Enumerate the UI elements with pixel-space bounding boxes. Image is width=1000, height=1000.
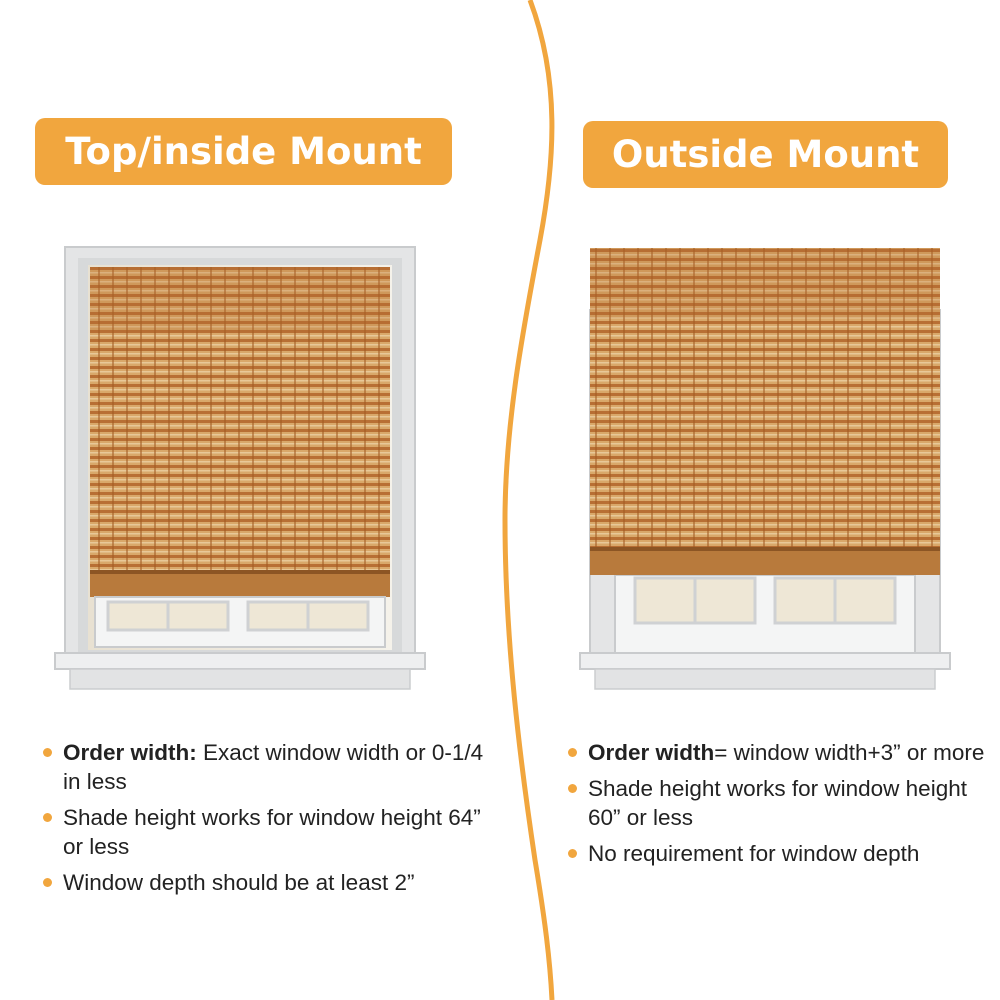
inside-mount-window-illustration bbox=[54, 246, 426, 690]
list-item: Window depth should be at least 2” bbox=[40, 868, 490, 897]
bullet-icon bbox=[568, 849, 577, 858]
note-text: Shade height works for window height 64”… bbox=[63, 805, 481, 859]
inside-mount-panel: Top/inside Mount bbox=[35, 118, 490, 904]
outside-mount-panel: Outside Mount Order w bbox=[520, 0, 1000, 1000]
list-item: Order width: Exact window width or 0-1/4… bbox=[40, 738, 490, 796]
list-item: Order width= window width+3” or more bbox=[565, 738, 1000, 767]
bullet-icon bbox=[43, 813, 52, 822]
outside-mount-window-illustration bbox=[579, 248, 951, 690]
inside-mount-notes: Order width: Exact window width or 0-1/4… bbox=[40, 738, 490, 904]
list-item: Shade height works for window height 60”… bbox=[565, 774, 1000, 832]
note-text: Shade height works for window height 60”… bbox=[588, 776, 967, 830]
list-item: Shade height works for window height 64”… bbox=[40, 803, 490, 861]
bullet-icon bbox=[43, 878, 52, 887]
list-item: No requirement for window depth bbox=[565, 839, 1000, 868]
note-label: Order width: bbox=[63, 740, 197, 765]
note-text: = window width+3” or more bbox=[714, 740, 985, 765]
note-text: Exact window width or 0-1/4 in less bbox=[63, 740, 484, 794]
bullet-icon bbox=[43, 748, 52, 757]
note-label: Order width bbox=[588, 740, 715, 765]
bullet-icon bbox=[568, 748, 577, 757]
outside-mount-title: Outside Mount bbox=[583, 121, 948, 188]
inside-mount-title: Top/inside Mount bbox=[35, 118, 452, 185]
bullet-icon bbox=[568, 784, 577, 793]
note-text: Window depth should be at least 2” bbox=[63, 870, 415, 895]
outside-mount-notes: Order width= window width+3” or more Sha… bbox=[565, 738, 1000, 875]
note-text: No requirement for window depth bbox=[588, 841, 920, 866]
